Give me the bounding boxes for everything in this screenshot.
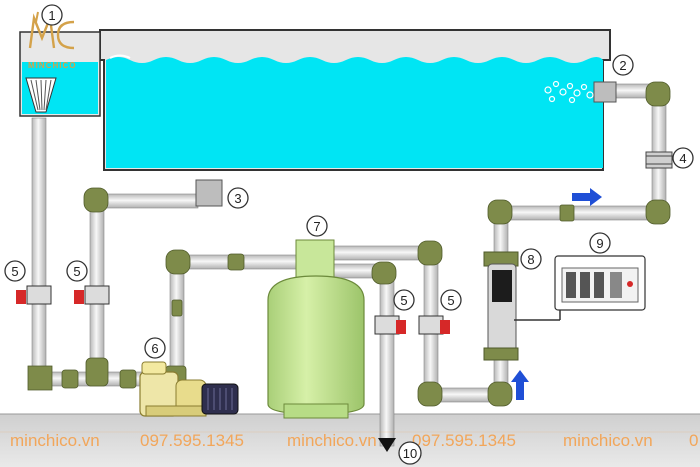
watermark: minchico.vn 097.595.1345 minchico.vn 097… <box>0 431 700 450</box>
svg-text:1: 1 <box>48 8 55 23</box>
pump-icon <box>139 361 207 417</box>
return-nozzle <box>593 81 617 103</box>
skimmer <box>19 31 101 117</box>
flow-arrow-icon <box>511 188 602 400</box>
callout-5a: 5 <box>4 260 26 282</box>
svg-text:6: 6 <box>151 341 158 356</box>
callout-5c: 5 <box>393 289 415 311</box>
svg-text:5: 5 <box>447 293 454 308</box>
skimmer-basket-icon <box>25 77 57 113</box>
drain-icon <box>378 438 396 452</box>
svg-text:3: 3 <box>234 191 241 206</box>
svg-text:5: 5 <box>400 293 407 308</box>
svg-text:5: 5 <box>73 264 80 279</box>
callout-5b: 5 <box>66 260 88 282</box>
callout-9: 9 <box>589 232 611 254</box>
watermark-tail: 0 <box>689 431 698 450</box>
uv-lamp-icon <box>483 251 561 361</box>
callout-5d: 5 <box>440 289 462 311</box>
watermark-site-2: minchico.vn <box>287 431 377 450</box>
ball-valve-icon <box>16 285 450 335</box>
callout-2: 2 <box>612 54 634 76</box>
svg-text:8: 8 <box>527 252 534 267</box>
callout-3: 3 <box>227 187 249 209</box>
watermark-phone-1: 097.595.1345 <box>140 431 244 450</box>
callout-6: 6 <box>144 337 166 359</box>
bubbles <box>544 80 594 104</box>
filter-tank-icon <box>267 239 365 419</box>
pool-basin <box>99 29 611 171</box>
pipe-unions <box>645 151 673 169</box>
svg-text:5: 5 <box>11 264 18 279</box>
svg-text:7: 7 <box>313 219 320 234</box>
control-panel-icon <box>554 255 646 311</box>
motor-icon <box>201 383 239 415</box>
callout-4: 4 <box>672 147 694 169</box>
brand-logo-text: MINCHICO <box>28 61 76 70</box>
watermark-site-1: minchico.vn <box>10 431 100 450</box>
callout-8: 8 <box>520 248 542 270</box>
return-inlet <box>195 179 223 207</box>
pool-water <box>106 57 603 168</box>
callout-7: 7 <box>306 215 328 237</box>
callout-10: 10 <box>398 441 422 465</box>
watermark-site-3: minchico.vn <box>563 431 653 450</box>
svg-text:10: 10 <box>403 446 417 461</box>
svg-text:2: 2 <box>619 58 626 73</box>
svg-text:9: 9 <box>596 236 603 251</box>
ground <box>0 414 700 467</box>
watermark-phone-2: 097.595.1345 <box>412 431 516 450</box>
svg-text:4: 4 <box>679 151 686 166</box>
callout-1: 1 <box>41 4 63 26</box>
